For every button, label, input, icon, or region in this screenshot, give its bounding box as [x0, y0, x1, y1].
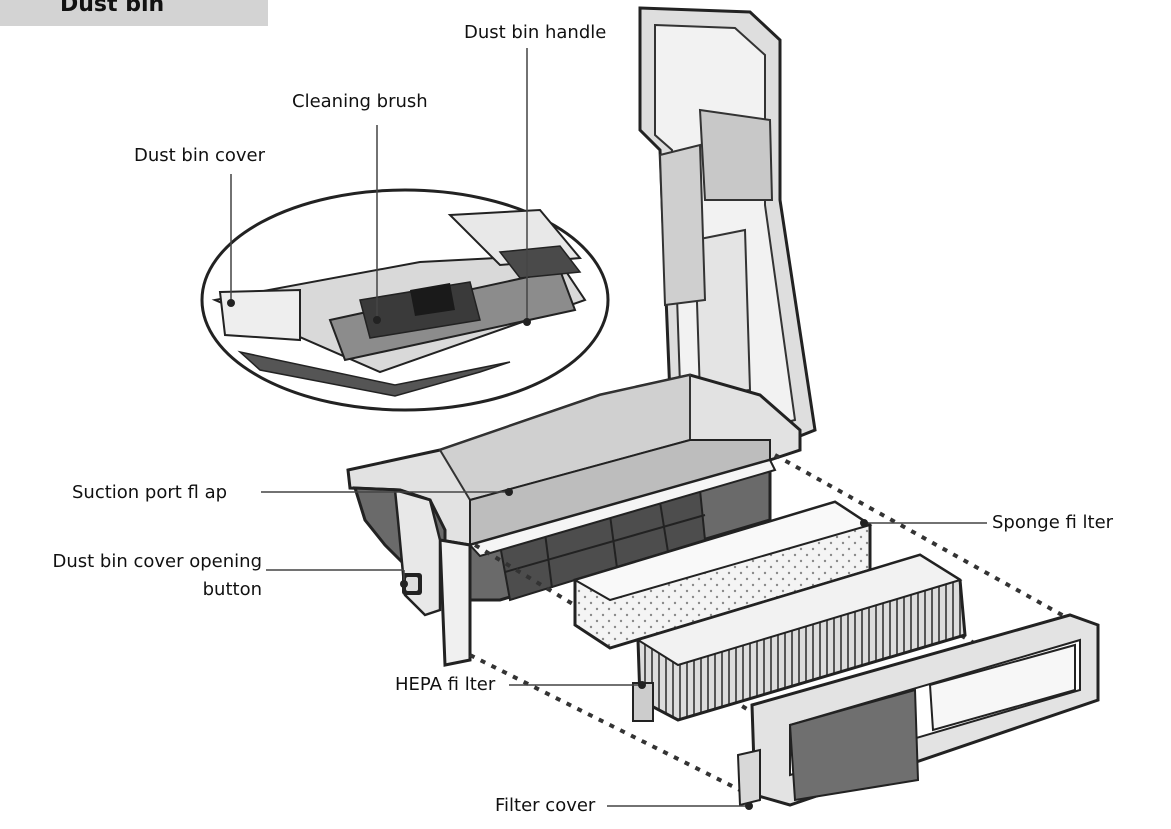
label-cover-opening-button-line1: Dust bin cover opening [52, 551, 263, 572]
section-header-tab: Dust bin [0, 0, 268, 26]
inset-detail [200, 188, 610, 412]
section-title: Dust bin [60, 0, 165, 17]
label-sponge-filter: Sponge fi lter [992, 512, 1114, 533]
label-hepa-filter: HEPA fi lter [395, 674, 496, 695]
label-cover-opening-button-line2: button [202, 579, 262, 600]
label-dust-bin-cover: Dust bin cover [134, 145, 266, 166]
filter-cover-graphic [736, 613, 1100, 807]
leader-dots [227, 299, 868, 810]
label-filter-cover: Filter cover [495, 795, 596, 816]
label-cleaning-brush: Cleaning brush [292, 91, 428, 112]
label-dust-bin-handle: Dust bin handle [464, 22, 607, 43]
hepa-filter-graphic [632, 553, 967, 722]
leader-lines [230, 48, 987, 807]
label-suction-port-flap: Suction port fl ap [72, 482, 228, 503]
